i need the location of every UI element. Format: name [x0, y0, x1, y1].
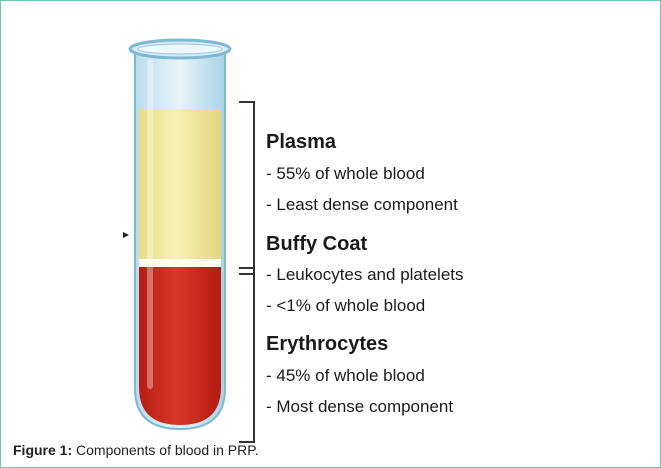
buffy-coat-heading: Buffy Coat: [266, 233, 367, 256]
erythrocytes-bracket: [239, 267, 255, 443]
tube-highlight: [147, 59, 153, 389]
plasma-bracket: [239, 101, 255, 275]
figure-caption: Figure 1: Components of blood in PRP.: [13, 442, 259, 458]
erythrocytes-line-1: - 45% of whole blood: [266, 366, 425, 386]
caption-text: Components of blood in PRP.: [72, 442, 259, 458]
caption-label: Figure 1:: [13, 442, 72, 458]
plasma-line-1: - 55% of whole blood: [266, 164, 425, 184]
blood-tube-diagram: Plasma - 55% of whole blood - Least dens…: [91, 29, 551, 429]
buffy-coat-line-2: - <1% of whole blood: [266, 296, 425, 316]
erythrocytes-heading: Erythrocytes: [266, 333, 388, 356]
buffy-coat-line-1: - Leukocytes and platelets: [266, 265, 464, 285]
plasma-heading: Plasma: [266, 131, 336, 154]
plasma-line-2: - Least dense component: [266, 195, 458, 215]
erythrocytes-line-2: - Most dense component: [266, 397, 453, 417]
